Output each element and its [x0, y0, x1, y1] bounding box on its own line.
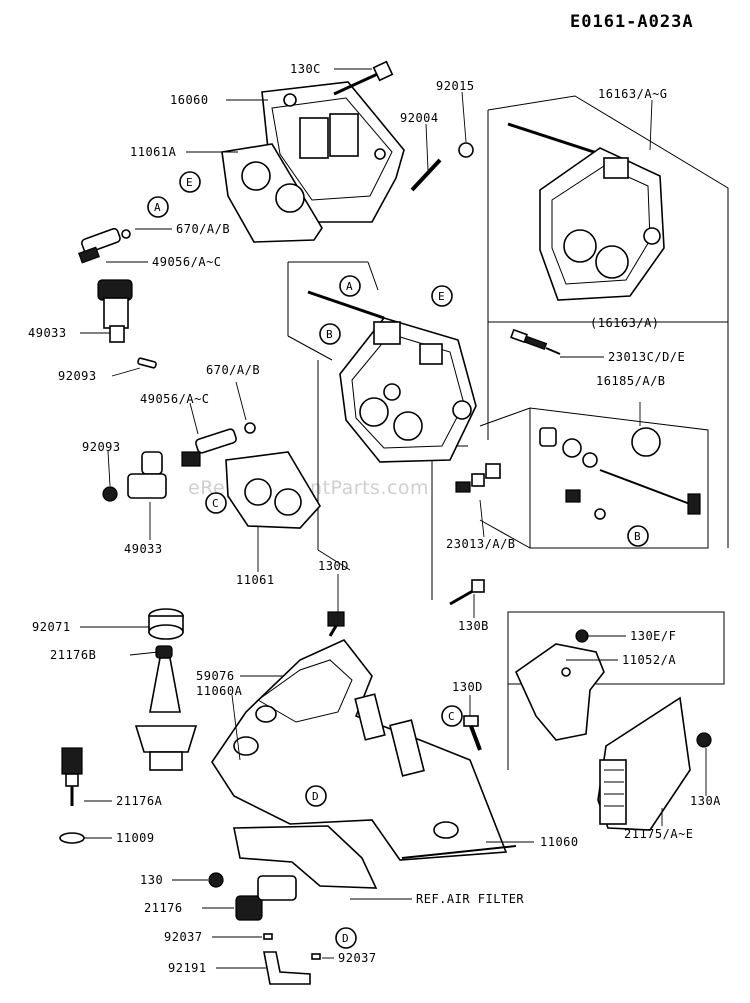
- label-11061a: 11061A: [130, 145, 177, 159]
- throttle-body-detail: [507, 122, 665, 301]
- label-92004: 92004: [400, 111, 439, 125]
- callout-d-bottom: D: [335, 927, 357, 949]
- label-92093-1: 92093: [58, 369, 97, 383]
- throttle-body-main: [307, 290, 477, 463]
- intake-manifold: [211, 639, 517, 861]
- label-130: 130: [140, 873, 163, 887]
- callout-c-lower: C: [441, 705, 463, 727]
- screw-set-lower: [455, 463, 501, 493]
- grommet-92071: [148, 608, 184, 640]
- sensor-21176b: [134, 645, 198, 771]
- control-unit: [597, 696, 691, 831]
- oring-11009: [59, 832, 85, 844]
- callout-c-left: C: [205, 492, 227, 514]
- label-130e-f: 130E/F: [630, 629, 676, 643]
- bolt-130a: [696, 732, 712, 748]
- label-16163-a: (16163/A): [590, 316, 660, 330]
- label-92093-2: 92093: [82, 440, 121, 454]
- label-16163-a-g: 16163/A~G: [598, 87, 668, 101]
- label-92191: 92191: [168, 961, 207, 975]
- gasket-lower: [225, 451, 321, 529]
- bolt-130d-upper: [327, 611, 345, 637]
- svg-text:B: B: [634, 530, 641, 543]
- label-11009: 11009: [116, 831, 155, 845]
- label-130a: 130A: [690, 794, 721, 808]
- screw-set-upper: [510, 328, 561, 355]
- label-92037-1: 92037: [164, 930, 203, 944]
- part-labels: 130C 92015 16060 92004 16163/A~G 11061A …: [28, 62, 721, 975]
- label-16185: 16185/A/B: [596, 374, 666, 388]
- svg-text:E: E: [186, 176, 193, 189]
- injector-lower: [102, 422, 256, 502]
- label-130b: 130B: [458, 619, 489, 633]
- stud-92004: [410, 158, 442, 192]
- label-670-a-b-2: 670/A/B: [206, 363, 260, 377]
- callout-e-center: E: [431, 285, 453, 307]
- svg-text:D: D: [342, 932, 349, 945]
- callout-d-lower: D: [305, 785, 327, 807]
- sensor-21176a: [61, 747, 83, 806]
- svg-text:A: A: [346, 280, 353, 293]
- svg-text:B: B: [326, 328, 333, 341]
- callout-circles: E A A E B C B C D D: [147, 171, 649, 949]
- svg-text:A: A: [154, 201, 161, 214]
- linkage-16185: [539, 427, 701, 520]
- bracket-11052: [514, 643, 605, 741]
- label-49033-2: 49033: [124, 542, 163, 556]
- label-49056-2: 49056/A~C: [140, 392, 210, 406]
- injector-upper: [78, 227, 157, 369]
- label-11060a: 11060A: [196, 684, 243, 698]
- sensor-21176: [235, 875, 297, 921]
- label-130c: 130C: [290, 62, 321, 76]
- label-16060: 16060: [170, 93, 209, 107]
- label-92037-2: 92037: [338, 951, 377, 965]
- clip-92037-left: [263, 933, 273, 940]
- label-ref-air-filter: REF.AIR FILTER: [416, 892, 524, 906]
- label-92071: 92071: [32, 620, 71, 634]
- bolt-130c: [333, 60, 394, 96]
- label-11052-a: 11052/A: [622, 653, 676, 667]
- nut-92015: [458, 142, 474, 158]
- bolt-130d-lower: [463, 715, 482, 751]
- label-670-a-b-1: 670/A/B: [176, 222, 230, 236]
- clip-92037-right: [311, 953, 321, 960]
- label-59076: 59076: [196, 669, 235, 683]
- label-130d-1: 130D: [318, 559, 349, 573]
- label-21176a: 21176A: [116, 794, 163, 808]
- label-130d-2: 130D: [452, 680, 483, 694]
- svg-text:C: C: [448, 710, 455, 723]
- callout-a-upper: A: [147, 196, 169, 218]
- label-11060: 11060: [540, 835, 579, 849]
- svg-text:C: C: [212, 497, 219, 510]
- label-21175: 21175/A~E: [624, 827, 694, 841]
- bolt-130b: [449, 579, 485, 606]
- leader-lines: [80, 68, 707, 969]
- callout-b-right: B: [627, 525, 649, 547]
- gasket-upper: [221, 143, 323, 243]
- svg-text:E: E: [438, 290, 445, 303]
- label-11061: 11061: [236, 573, 275, 587]
- assembly-frame-lines: [287, 95, 729, 770]
- bracket-air-filter: [233, 825, 378, 889]
- label-49056-1: 49056/A~C: [152, 255, 222, 269]
- bolt-130: [208, 872, 224, 888]
- label-21176b: 21176B: [50, 648, 96, 662]
- svg-text:D: D: [312, 790, 319, 803]
- label-92015: 92015: [436, 79, 475, 93]
- callout-e-upper: E: [179, 171, 201, 193]
- callout-b-center: B: [319, 323, 341, 345]
- callout-a-center: A: [339, 275, 361, 297]
- hose-92191: [263, 951, 311, 985]
- diagram-code: E0161-A023A: [570, 12, 694, 32]
- label-23013c: 23013C/D/E: [608, 350, 685, 364]
- label-49033-1: 49033: [28, 326, 67, 340]
- label-21176: 21176: [144, 901, 183, 915]
- label-23013-a-b: 23013/A/B: [446, 537, 516, 551]
